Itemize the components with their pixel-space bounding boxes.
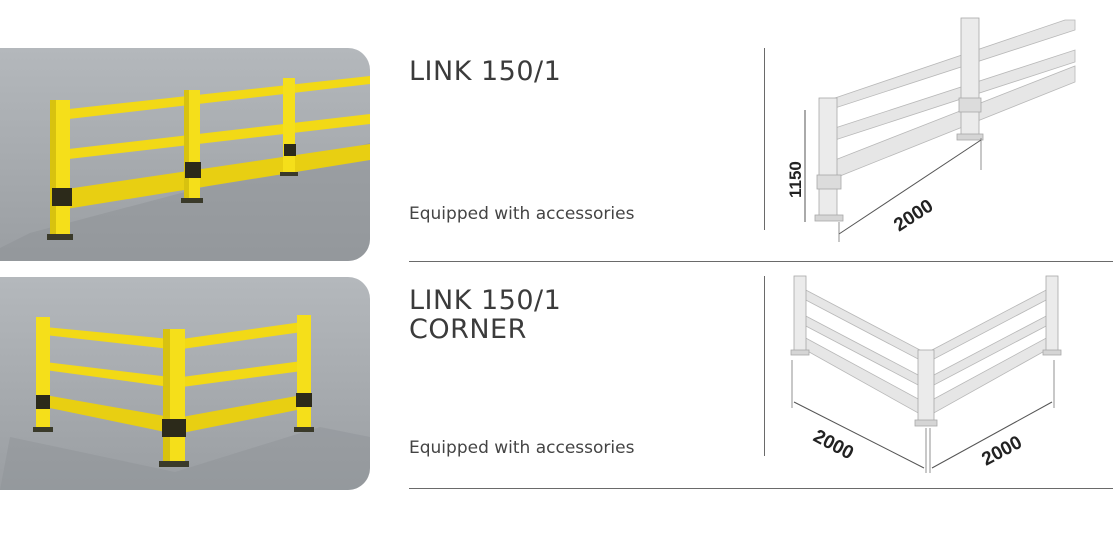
divider-horizontal bbox=[409, 261, 1113, 262]
product-title-corner: LINK 150/1 CORNER bbox=[409, 286, 561, 344]
product-subtitle-corner: Equipped with accessories bbox=[409, 438, 635, 458]
length-dimension-label: 2000 bbox=[890, 196, 937, 237]
barrier-photo-straight bbox=[0, 48, 370, 261]
product-title: LINK 150/1 bbox=[409, 57, 561, 86]
dimension-drawing-straight: 1150 2000 bbox=[786, 17, 1076, 242]
divider-vertical bbox=[764, 48, 765, 230]
dimension-drawing-corner: 2000 2000 bbox=[790, 275, 1062, 473]
corner-left-dimension-label: 2000 bbox=[810, 426, 857, 464]
barrier-photo-corner bbox=[0, 277, 370, 490]
title-line-1: LINK 150/1 bbox=[409, 56, 562, 87]
height-dimension-label: 1150 bbox=[786, 161, 805, 198]
corner-right-dimension-label: 2000 bbox=[978, 432, 1025, 470]
title-line-1: LINK 150/1 bbox=[409, 285, 562, 316]
title-line-2: CORNER bbox=[409, 314, 527, 345]
product-subtitle: Equipped with accessories bbox=[409, 204, 635, 224]
divider-horizontal bbox=[409, 488, 1113, 489]
divider-vertical bbox=[764, 276, 765, 456]
